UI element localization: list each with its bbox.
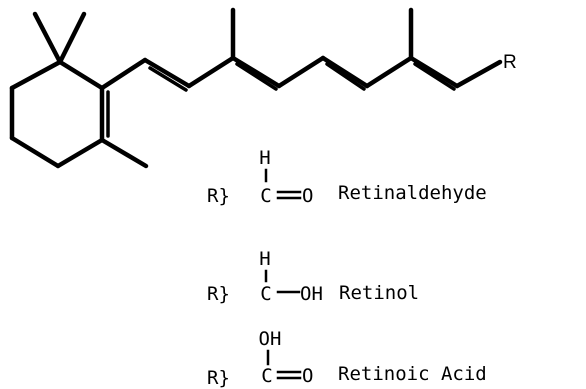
bond-ring-6 bbox=[57, 59, 105, 91]
bond-ring-methyl bbox=[99, 137, 149, 169]
variant-retinoic-acid: OH R} C O Retinoic Acid bbox=[207, 328, 487, 389]
carbon-label: C bbox=[260, 185, 271, 207]
variant-retinaldehyde: H R} C O Retinaldehyde bbox=[207, 147, 487, 207]
bond-chain-8 bbox=[408, 55, 460, 89]
bond-chain-7 bbox=[364, 55, 414, 89]
bond-chain-2 bbox=[142, 57, 192, 89]
bond-gem-methyl-right bbox=[57, 11, 87, 65]
compound-name: Retinaldehyde bbox=[338, 182, 487, 204]
bond-chain-4 bbox=[230, 55, 282, 89]
bond-chain-5 bbox=[276, 55, 326, 89]
bond-ring-3 bbox=[9, 135, 61, 169]
r-group-label: R bbox=[503, 52, 517, 73]
bond-ring-4 bbox=[55, 137, 105, 169]
carbon-label: C bbox=[261, 365, 272, 387]
bond-gem-methyl-left bbox=[32, 11, 63, 65]
r-prefix-label: R} bbox=[207, 283, 230, 305]
r-prefix-label: R} bbox=[207, 185, 230, 207]
bond-chain-9 bbox=[454, 59, 503, 89]
bond-chain-8-double bbox=[413, 62, 456, 91]
compound-name: Retinol bbox=[339, 282, 419, 304]
skeletal-structure: R bbox=[9, 7, 517, 169]
substituent-label: O bbox=[302, 365, 313, 387]
bond-chain-6-double bbox=[325, 62, 366, 91]
top-atom-label: OH bbox=[259, 328, 282, 350]
compound-name: Retinoic Acid bbox=[338, 363, 487, 385]
carbon-label: C bbox=[260, 283, 271, 305]
bond-chain-3 bbox=[186, 55, 236, 89]
variant-retinol: H R} C OH Retinol bbox=[207, 248, 419, 305]
top-atom-label: H bbox=[259, 248, 270, 270]
top-atom-label: H bbox=[259, 147, 270, 169]
bond-chain-2-double bbox=[148, 66, 188, 92]
r-prefix-label: R} bbox=[207, 367, 230, 389]
substituent-label: O bbox=[302, 185, 313, 207]
substituent-label: OH bbox=[300, 283, 323, 305]
bond-ring-1 bbox=[9, 59, 63, 91]
bond-chain-1 bbox=[99, 57, 148, 91]
bond-chain-4-double bbox=[235, 62, 278, 91]
bond-chain-6 bbox=[320, 55, 370, 89]
